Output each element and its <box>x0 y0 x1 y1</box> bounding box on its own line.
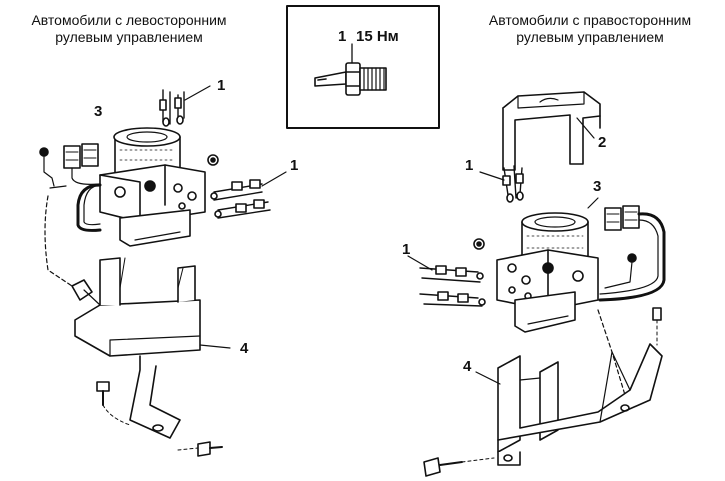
left-ground-wire <box>39 147 73 287</box>
right-electrical-harness <box>597 205 666 406</box>
callout-right-pipes-side: 1 <box>402 241 411 258</box>
right-top-bracket <box>502 91 601 171</box>
callout-left-pipes-side: 1 <box>290 157 299 174</box>
right-heading-line2: рулевым управлением <box>516 29 664 45</box>
left-abs-hydraulic-unit <box>63 127 219 247</box>
left-brake-pipes-top <box>159 85 211 127</box>
right-hand-drive-heading: Автомобили с правосторонним рулевым упра… <box>455 12 725 46</box>
callout-left-bracket: 4 <box>240 340 249 357</box>
left-heading-line2: рулевым управлением <box>55 29 203 45</box>
left-heading-line1: Автомобили с левосторонним <box>31 12 227 28</box>
inset-torque-value: 15 Нм <box>356 28 399 45</box>
inset-callout-1: 1 <box>338 28 347 45</box>
left-mounting-bracket <box>71 257 231 439</box>
left-bolts <box>96 381 223 457</box>
brake-pipe-fitting-icon <box>314 43 387 96</box>
callout-left-unit: 3 <box>94 103 103 120</box>
left-brake-pipes-side <box>210 171 287 219</box>
callout-left-pipes-top: 1 <box>217 77 226 94</box>
callout-right-bracket: 4 <box>463 358 472 375</box>
right-brake-pipes-side <box>407 255 486 307</box>
callout-right-top-bracket: 2 <box>598 134 607 151</box>
right-heading-line1: Автомобили с правосторонним <box>488 12 692 28</box>
right-abs-hydraulic-unit <box>473 197 599 333</box>
right-mounting-bracket <box>475 343 663 466</box>
right-bolt <box>423 457 495 477</box>
right-brake-pipes-top <box>479 165 524 203</box>
inset-frame <box>286 5 440 129</box>
callout-right-unit: 3 <box>593 178 602 195</box>
torque-inset <box>286 5 440 129</box>
left-hand-drive-heading: Автомобили с левосторонним рулевым управ… <box>0 12 258 46</box>
callout-right-pipes-top: 1 <box>465 157 474 174</box>
